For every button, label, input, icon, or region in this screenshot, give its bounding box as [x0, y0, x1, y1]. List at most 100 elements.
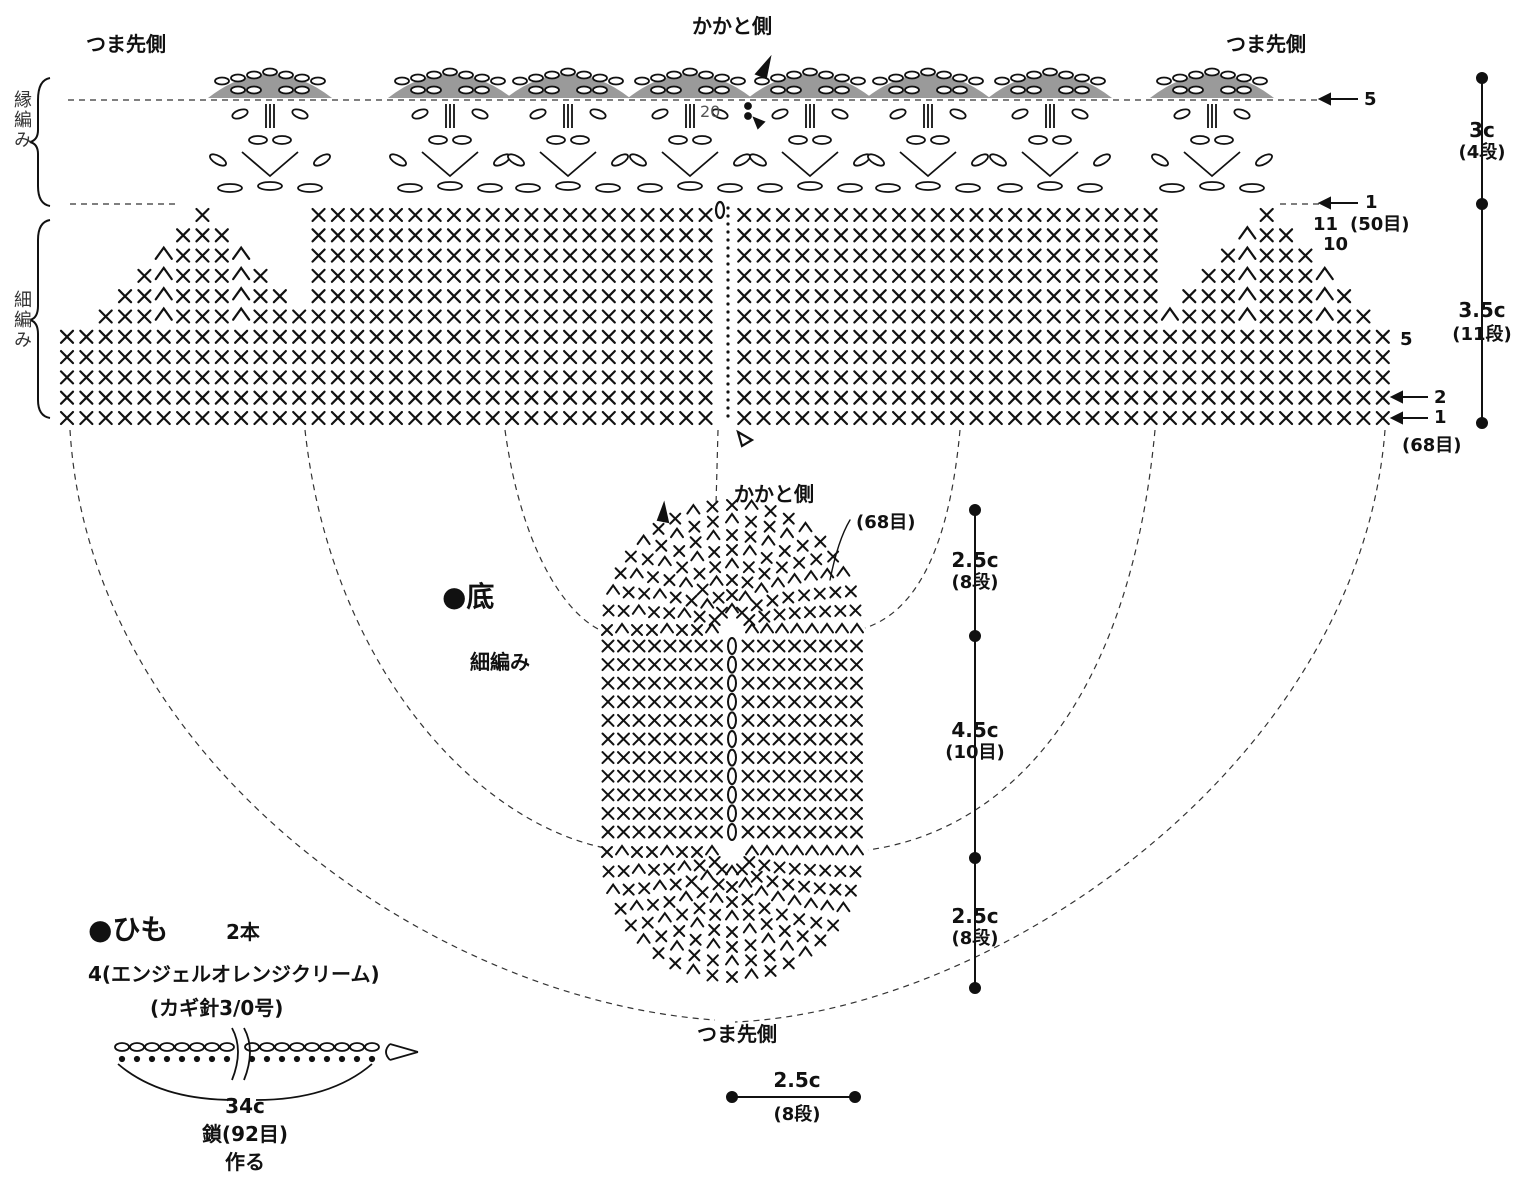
sc-stitch — [676, 908, 689, 921]
chain-stitch — [608, 76, 624, 86]
sc-stitch — [640, 309, 655, 324]
sc-stitch — [758, 902, 771, 915]
sc-stitch — [156, 390, 171, 405]
increase-stitch — [657, 911, 672, 923]
sc-stitch — [1085, 329, 1100, 344]
sole-stitch-label: 細編み — [470, 650, 530, 674]
chain-stitch — [770, 85, 786, 95]
chain-dot — [133, 1055, 141, 1063]
increase-stitch — [629, 567, 644, 579]
sc-stitch — [663, 574, 676, 587]
sc-stitch — [156, 370, 171, 385]
increase-stitch — [742, 922, 757, 934]
sc-stitch — [891, 289, 907, 304]
sc-stitch — [350, 410, 365, 426]
sc-stitch — [176, 289, 191, 304]
sc-stitch — [369, 309, 384, 324]
sc-stitch — [741, 713, 755, 727]
chain-stitch — [1239, 183, 1265, 193]
sc-stitch — [117, 410, 133, 426]
sc-stitch — [1066, 248, 1081, 263]
sc-stitch — [694, 806, 708, 820]
sc-stitch — [696, 886, 709, 899]
sc-stitch — [788, 658, 801, 672]
sc-stitch — [485, 248, 500, 263]
sc-stitch — [1356, 410, 1371, 426]
sc-stitch — [691, 624, 703, 636]
sc-stitch — [829, 586, 842, 599]
sc-stitch — [763, 949, 776, 962]
sc-stitch — [716, 863, 728, 876]
sc-stitch — [810, 553, 823, 566]
sc-stitch — [632, 751, 646, 765]
sc-stitch — [726, 896, 738, 908]
increase-stitch — [652, 587, 667, 599]
sc-stitch — [601, 410, 616, 426]
sc-stitch — [1298, 390, 1313, 405]
sc-stitch — [79, 410, 94, 426]
sc-stitch — [891, 350, 907, 365]
sc-stitch — [814, 248, 829, 263]
sc-stitch — [253, 289, 268, 304]
sc-stitch — [1066, 289, 1081, 304]
sc-stitch — [253, 390, 268, 405]
sc-stitch — [614, 902, 627, 915]
sc-stitch — [1046, 289, 1061, 304]
sc-stitch — [1317, 370, 1332, 385]
increase-stitch — [1315, 266, 1334, 281]
increase-stitch — [154, 266, 173, 281]
sc-stitch — [726, 971, 738, 983]
sc-stitch — [1278, 309, 1294, 324]
sc-stitch — [195, 350, 210, 365]
sc-stitch — [408, 248, 423, 263]
sc-stitch — [969, 289, 984, 304]
sc-stitch — [688, 520, 701, 533]
sc-stitch — [788, 695, 801, 709]
chain-stitch — [733, 153, 751, 167]
sc-stitch — [617, 695, 630, 709]
increase-stitch — [1315, 286, 1334, 301]
sc-stitch — [330, 329, 345, 344]
sc-stitch — [1008, 370, 1023, 385]
chain-stitch — [698, 85, 714, 95]
increase-stitch — [709, 574, 724, 586]
border-label: 縁編み — [11, 90, 32, 150]
increase-stitch — [820, 622, 834, 634]
sc-stitch — [1085, 410, 1100, 426]
sc-stitch — [466, 370, 481, 385]
sc-stitch — [988, 248, 1003, 263]
sc-stitch — [930, 207, 945, 223]
sc-stitch — [466, 309, 481, 324]
sc-stitch — [1259, 207, 1274, 223]
sc-stitch — [803, 769, 817, 783]
chain-stitch — [189, 1042, 205, 1052]
sc-stitch — [659, 370, 674, 385]
sc-stitch — [819, 864, 832, 877]
sc-stitch — [834, 825, 848, 839]
sc-stitch — [679, 676, 692, 690]
sc-stitch — [833, 329, 849, 344]
sc-stitch — [214, 329, 229, 344]
sc-stitch — [582, 350, 597, 365]
sc-stitch — [737, 207, 752, 223]
sc-stitch — [673, 924, 686, 937]
sc-stitch — [969, 268, 984, 283]
border-brace — [29, 77, 51, 207]
sc-stitch — [698, 329, 713, 344]
sc-stitch — [716, 606, 728, 619]
sc-stitch — [795, 248, 810, 263]
sc-stitch — [524, 350, 539, 365]
sc-stitch — [1375, 329, 1390, 344]
sc-stitch — [1356, 390, 1371, 405]
sc-stitch — [253, 268, 268, 283]
sc-stitch — [1027, 268, 1042, 283]
sc-stitch — [1182, 410, 1197, 426]
sc-stitch — [775, 350, 791, 365]
sc-stitch — [1008, 410, 1023, 426]
sc-stitch — [741, 751, 755, 765]
sc-stitch — [930, 350, 945, 365]
sc-stitch — [911, 248, 926, 263]
sc-stitch — [648, 825, 661, 839]
sc-stitch — [710, 788, 723, 802]
sc-stitch — [648, 732, 661, 746]
